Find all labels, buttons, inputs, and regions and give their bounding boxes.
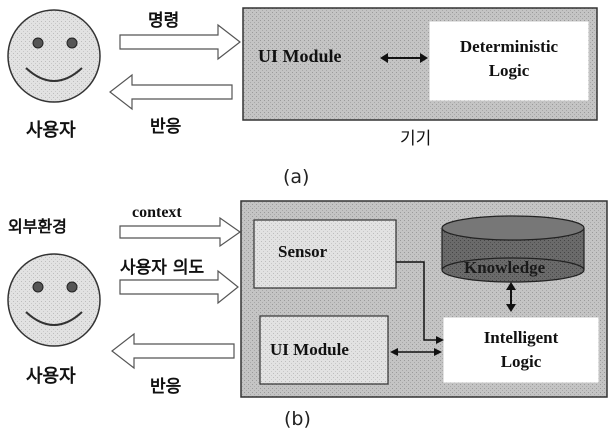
intent-arrow [119, 269, 239, 305]
sensor-label: Sensor [278, 242, 328, 261]
ui-logic-connector-b [390, 348, 442, 356]
knowledge-cylinder [441, 215, 585, 283]
command-label-a: 명령 [148, 11, 180, 31]
context-label: context [132, 204, 182, 221]
logic-line1-b: Intelligent [483, 328, 559, 347]
user-face-a [7, 9, 101, 103]
ui-module-box-b [259, 315, 389, 385]
user-label-b: 사용자 [26, 366, 76, 387]
response-arrow-b [111, 332, 235, 370]
user-face-b [7, 253, 101, 347]
intent-label: 사용자 의도 [120, 258, 205, 278]
device-label-a: 기기 [400, 129, 432, 149]
logic-line2-a: Logic [488, 61, 530, 80]
environment-label: 외부환경 [8, 217, 67, 236]
sensor-box [253, 219, 397, 289]
deterministic-logic-label: Deterministic Logic [430, 35, 588, 83]
intelligent-logic-label: Intelligent Logic [444, 326, 598, 374]
response-arrow-a [109, 73, 233, 111]
ui-module-label-a: UI Module [258, 46, 342, 66]
caption-b: (b) [284, 408, 311, 430]
logic-line2-b: Logic [500, 352, 542, 371]
sensor-logic-connector [396, 261, 444, 344]
logic-line1-a: Deterministic [459, 37, 559, 56]
ui-logic-arrow-a [380, 53, 428, 63]
response-label-a: 반응 [150, 117, 182, 137]
command-arrow-a [119, 23, 241, 61]
user-label-a: 사용자 [26, 120, 76, 141]
ui-module-label-b: UI Module [270, 340, 349, 359]
knowledge-logic-arrow [506, 282, 516, 312]
context-arrow [119, 216, 242, 248]
knowledge-label: Knowledge [464, 258, 546, 277]
deterministic-logic-box [429, 21, 589, 101]
caption-a: (a) [283, 166, 310, 188]
intelligent-logic-box [443, 317, 599, 383]
response-label-b: 반응 [150, 377, 182, 397]
